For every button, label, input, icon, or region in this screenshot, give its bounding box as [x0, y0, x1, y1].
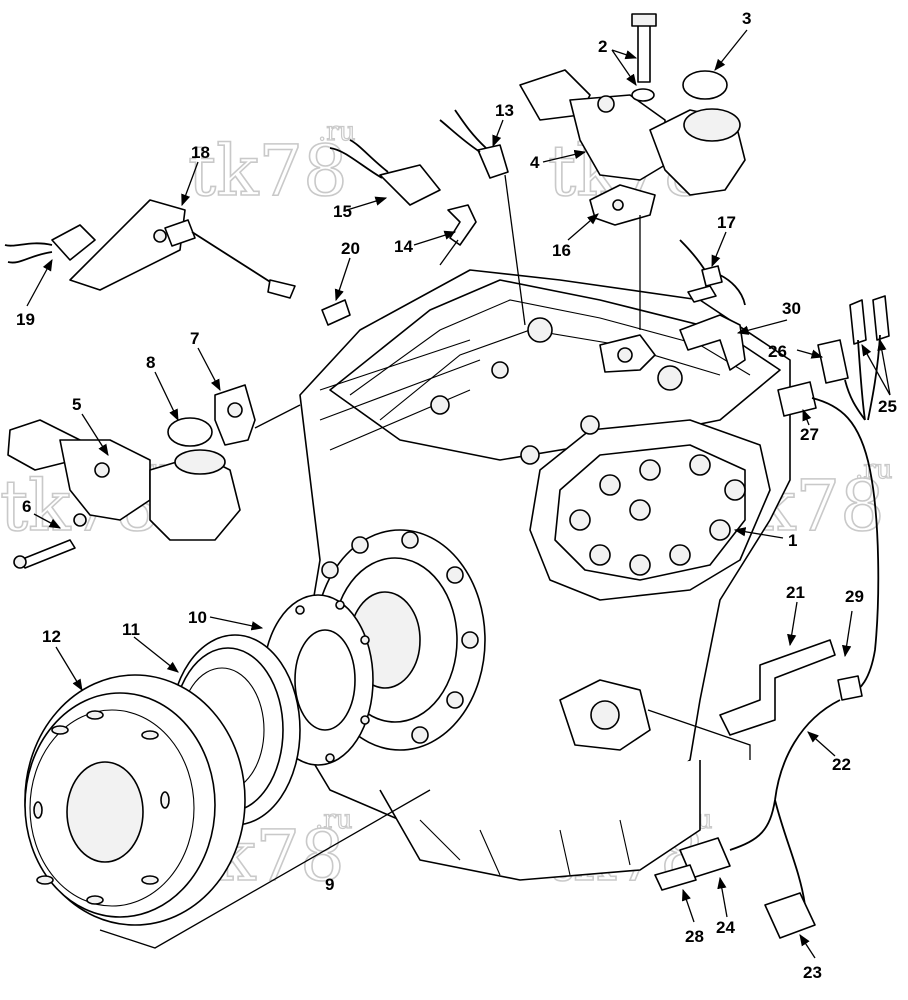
terminal-28	[654, 864, 697, 891]
callout-13: 13	[495, 101, 514, 120]
switch-19	[51, 224, 96, 261]
callout-30: 30	[782, 299, 801, 318]
callout-8: 8	[146, 353, 155, 372]
bracket-30	[679, 314, 746, 371]
callout-12: 12	[42, 627, 61, 646]
callout-4: 4	[530, 153, 540, 172]
callout-18: 18	[191, 143, 210, 162]
fitting-20	[321, 299, 351, 326]
callout-numbers: 1 2 3 4 5 6 7 8 9 10 11 12 13 14 15 16 1…	[16, 9, 897, 982]
callout-17: 17	[717, 213, 736, 232]
wiring-harness	[647, 239, 890, 939]
callout-21: 21	[786, 583, 805, 602]
callout-16: 16	[552, 241, 571, 260]
bracket-21	[719, 639, 836, 736]
callout-leaders	[26, 29, 891, 959]
svg-text:.ru: .ru	[855, 455, 892, 485]
svg-text:.ru: .ru	[318, 117, 355, 147]
callout-2: 2	[598, 37, 607, 56]
callout-27: 27	[800, 425, 819, 444]
pressure-switches	[4, 109, 526, 326]
elbow-14	[447, 204, 477, 246]
suction-service-valve	[7, 384, 301, 569]
callout-5: 5	[72, 395, 81, 414]
callout-19: 19	[16, 310, 35, 329]
connector-26	[817, 339, 849, 384]
svg-text:.ru: .ru	[315, 805, 352, 835]
discharge-service-valve	[519, 13, 746, 330]
watermark-top-left: tk78 .ru	[187, 116, 356, 212]
callout-25: 25	[878, 397, 897, 416]
plug-27	[777, 381, 817, 417]
callout-3: 3	[742, 9, 751, 28]
callout-28: 28	[685, 927, 704, 946]
callout-23: 23	[803, 963, 822, 982]
callout-14: 14	[394, 237, 413, 256]
svg-text:tk78: tk78	[188, 130, 348, 212]
callout-1: 1	[788, 531, 797, 550]
sensor-17	[701, 265, 723, 287]
grommet-29	[837, 675, 863, 701]
callout-22: 22	[832, 755, 851, 774]
compressor-body	[299, 269, 791, 881]
callout-9: 9	[325, 875, 334, 894]
clutch-assembly	[24, 594, 431, 949]
o-ring-3	[682, 70, 728, 100]
callout-20: 20	[341, 239, 360, 258]
callout-6: 6	[22, 497, 31, 516]
switch-15	[379, 164, 441, 206]
o-ring-8	[167, 417, 213, 447]
sensor-13	[477, 144, 509, 179]
plug-23	[764, 892, 816, 939]
callout-10: 10	[188, 608, 207, 627]
callout-15: 15	[333, 202, 352, 221]
callout-29: 29	[845, 587, 864, 606]
callout-7: 7	[190, 329, 199, 348]
callout-11: 11	[122, 620, 140, 639]
callout-24: 24	[716, 918, 735, 937]
callout-26: 26	[768, 342, 787, 361]
